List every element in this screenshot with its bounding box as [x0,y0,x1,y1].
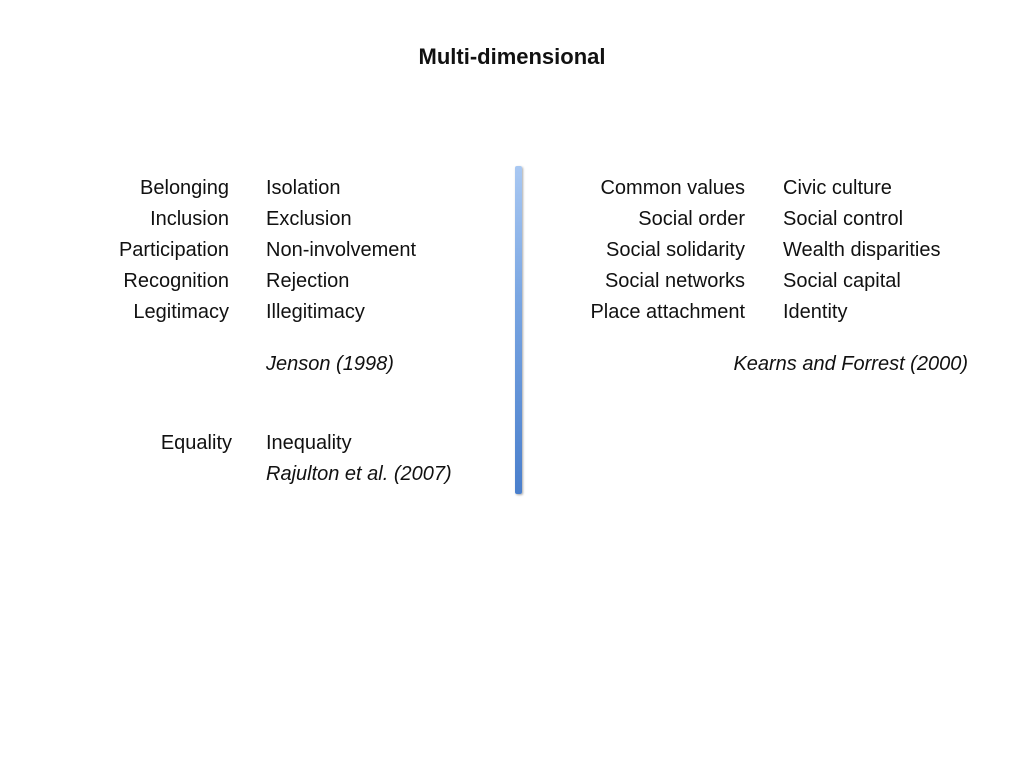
right-dimension-item: Common values [600,177,745,199]
citation-jenson: Jenson (1998) [266,353,394,375]
citation-kearns-forrest: Kearns and Forrest (2000) [733,353,968,375]
left-opposite-item: Non-involvement [266,239,417,261]
left-opposite-item: Rejection [266,270,350,292]
right-dimension-list: Common values Social order Social solida… [590,173,745,328]
left-opposite-item: Exclusion [266,208,352,230]
right-dimension-item: Social solidarity [606,239,745,261]
vertical-divider [515,166,522,494]
right-opposite-item: Wealth disparities [783,239,941,261]
left-opposite-list: Isolation Exclusion Non-involvement Reje… [266,173,416,328]
left-dimension-item: Inclusion [150,208,229,230]
left-opposite-item: Illegitimacy [266,301,365,323]
right-opposite-item: Identity [783,301,848,323]
left-dimension-item: Participation [118,239,229,261]
left-dimension-item: Belonging [140,177,229,199]
inequality-label: Inequality [266,432,352,454]
left-dimension-item: Legitimacy [133,301,229,323]
right-opposite-item: Civic culture [783,177,892,199]
equality-label: Equality [160,432,232,454]
right-opposite-list: Civic culture Social control Wealth disp… [783,173,940,328]
right-dimension-item: Place attachment [590,301,745,323]
right-opposite-item: Social control [783,208,904,230]
right-opposite-item: Social capital [783,270,901,292]
left-dimension-list: Belonging Inclusion Participation Recogn… [119,173,229,328]
page-title: Multi-dimensional [418,44,606,69]
left-dimension-item: Recognition [123,270,229,292]
right-dimension-item: Social networks [604,270,745,292]
citation-rajulton: Rajulton et al. (2007) [266,463,452,485]
right-dimension-item: Social order [638,208,745,230]
left-opposite-item: Isolation [266,177,341,199]
